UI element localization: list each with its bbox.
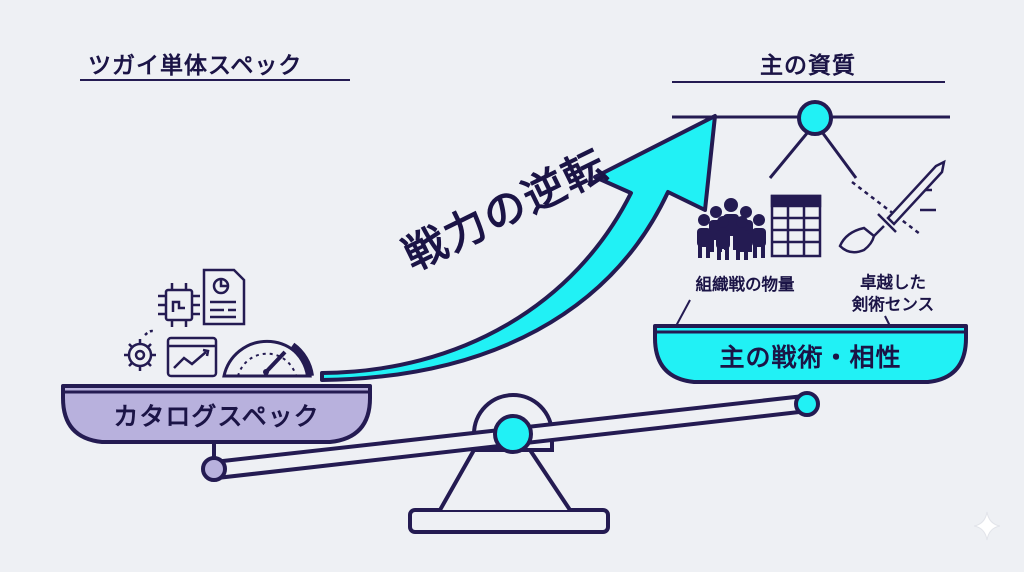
- seesaw-pivot: [493, 414, 533, 454]
- speedometer-icon: [222, 339, 314, 378]
- left-pan: [61, 384, 372, 458]
- left-pan-label: カタログスペック: [113, 402, 320, 431]
- sword-hand-icon: [838, 159, 946, 254]
- right-beam-end: [794, 391, 820, 417]
- right-heading: 主の資質: [760, 53, 856, 79]
- left-beam-end: [201, 456, 227, 482]
- gear-icon: [124, 329, 156, 371]
- line-chart-icon: [166, 336, 218, 378]
- right-pan: [653, 299, 968, 384]
- document-chart-icon: [202, 268, 246, 326]
- grid-table-icon: [770, 194, 822, 258]
- left-heading: ツガイ単体スペック: [88, 53, 303, 79]
- reversal-arrow: [320, 114, 717, 382]
- sparkle-icon: [973, 511, 1001, 541]
- people-group-icon: [697, 198, 766, 260]
- right-pan-label: 主の戦術・相性: [719, 343, 902, 372]
- organization-label: 組織戦の物量: [695, 275, 795, 294]
- right-pivot: [768, 100, 858, 179]
- swordsmanship-label-line2: 剣術センス: [851, 295, 935, 314]
- swordsmanship-label-line1: 卓越した: [860, 273, 926, 292]
- chip-icon: [158, 283, 200, 327]
